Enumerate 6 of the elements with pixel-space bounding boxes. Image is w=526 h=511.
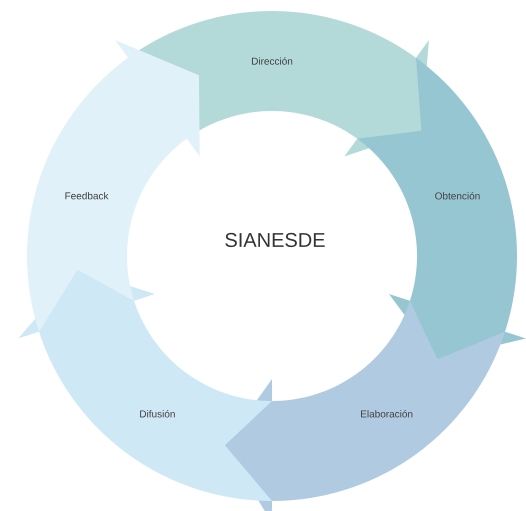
center-title: SIANESDE [225, 232, 325, 248]
arrow-segment: Elaboración [224, 300, 506, 511]
arrow-segment: Obtención [357, 58, 526, 360]
arrow-segment: Feedback [27, 40, 200, 332]
arrow-segment: Dirección [128, 11, 429, 156]
arrow-segment: Difusión [18, 270, 272, 501]
